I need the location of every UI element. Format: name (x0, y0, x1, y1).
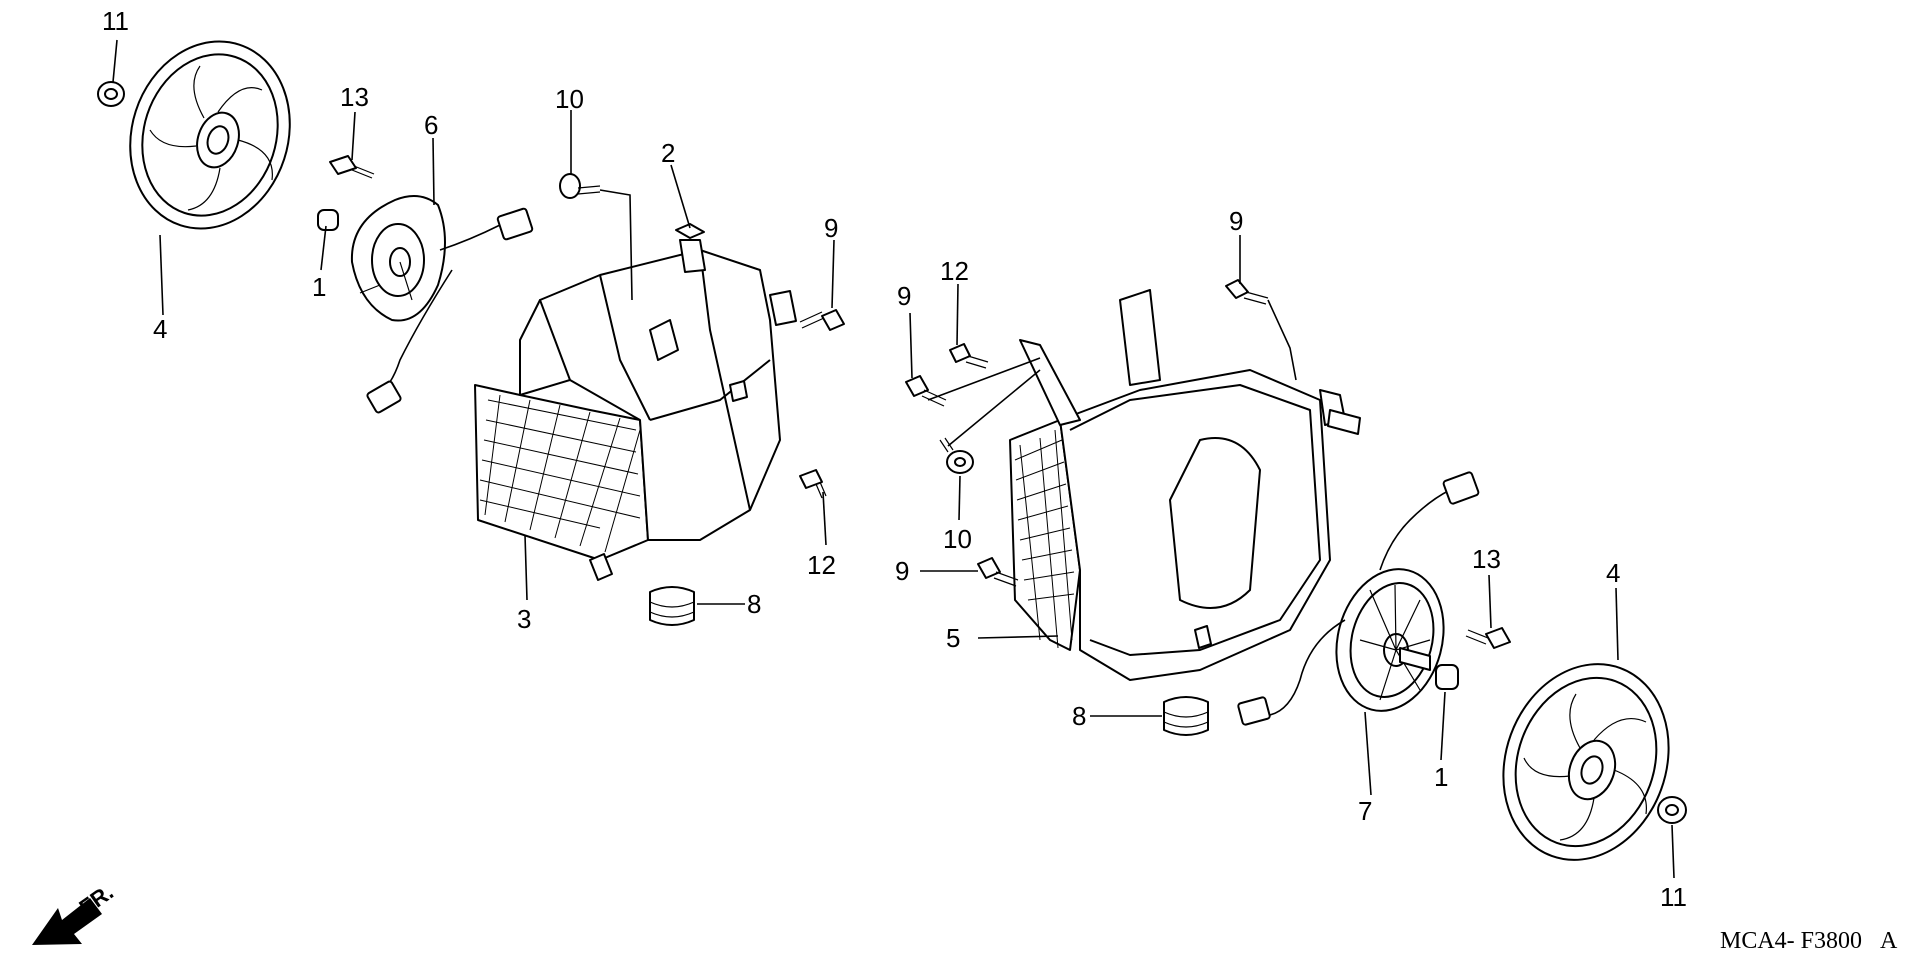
fan-motor-6 (350, 195, 534, 414)
bolt-left-10 (559, 173, 601, 199)
callout-8-right: 8 (1072, 701, 1086, 731)
callout-8-left: 8 (747, 589, 761, 619)
fan-shroud-left (474, 239, 797, 581)
callout-1-left: 1 (312, 272, 326, 302)
collar-right (1435, 664, 1459, 690)
diagram-code-suffix: A (1880, 928, 1898, 954)
callout-9-left: 9 (824, 213, 838, 243)
callout-13-left: 13 (340, 82, 369, 112)
collar-left (317, 209, 339, 231)
bolt-right-12 (949, 343, 989, 369)
nut-left-top (97, 81, 125, 107)
callout-9-right-lower: 9 (895, 556, 909, 586)
fan-motor-7 (1237, 471, 1480, 726)
grommet-left (649, 586, 695, 626)
callout-11-top-left: 11 (102, 6, 129, 36)
front-direction-arrow: FR. (32, 879, 118, 945)
callout-10-right: 10 (943, 524, 972, 554)
bolt-left-13 (329, 155, 375, 179)
callout-3: 3 (517, 604, 531, 634)
fan-blade-right (1502, 663, 1670, 861)
callout-13-right: 13 (1472, 544, 1501, 574)
callout-12-right: 12 (940, 256, 969, 286)
callout-7: 7 (1358, 796, 1372, 826)
callout-5: 5 (946, 623, 960, 653)
clip-nut-2 (675, 223, 705, 239)
nut-right-bottom (1657, 796, 1687, 824)
callout-10-left: 10 (555, 84, 584, 114)
callout-4-left: 4 (153, 314, 167, 344)
grommet-right (1163, 696, 1209, 736)
fan-blade-left (129, 40, 291, 230)
callout-1-right: 1 (1434, 762, 1448, 792)
callout-2: 2 (661, 138, 675, 168)
bolt-left-9 (799, 309, 845, 331)
bolt-right-10 (939, 437, 974, 474)
diagram-code: MCA4- F3800 (1720, 928, 1862, 954)
fan-shroud-right (1009, 289, 1361, 681)
callout-4-right: 4 (1606, 558, 1620, 588)
bolt-right-9-upper (1225, 279, 1269, 305)
callout-9-right-upper-left: 9 (897, 281, 911, 311)
bolt-right-9-lower (977, 557, 1019, 587)
leader-lines (112, 39, 1675, 879)
callout-12-left: 12 (807, 550, 836, 580)
bolt-right-13 (1465, 627, 1511, 649)
bolt-right-9-left (905, 375, 947, 407)
callout-6: 6 (424, 110, 438, 140)
callout-9-right-top: 9 (1229, 206, 1243, 236)
bolt-left-12 (799, 469, 827, 499)
callout-11-bottom-right: 11 (1660, 882, 1687, 912)
